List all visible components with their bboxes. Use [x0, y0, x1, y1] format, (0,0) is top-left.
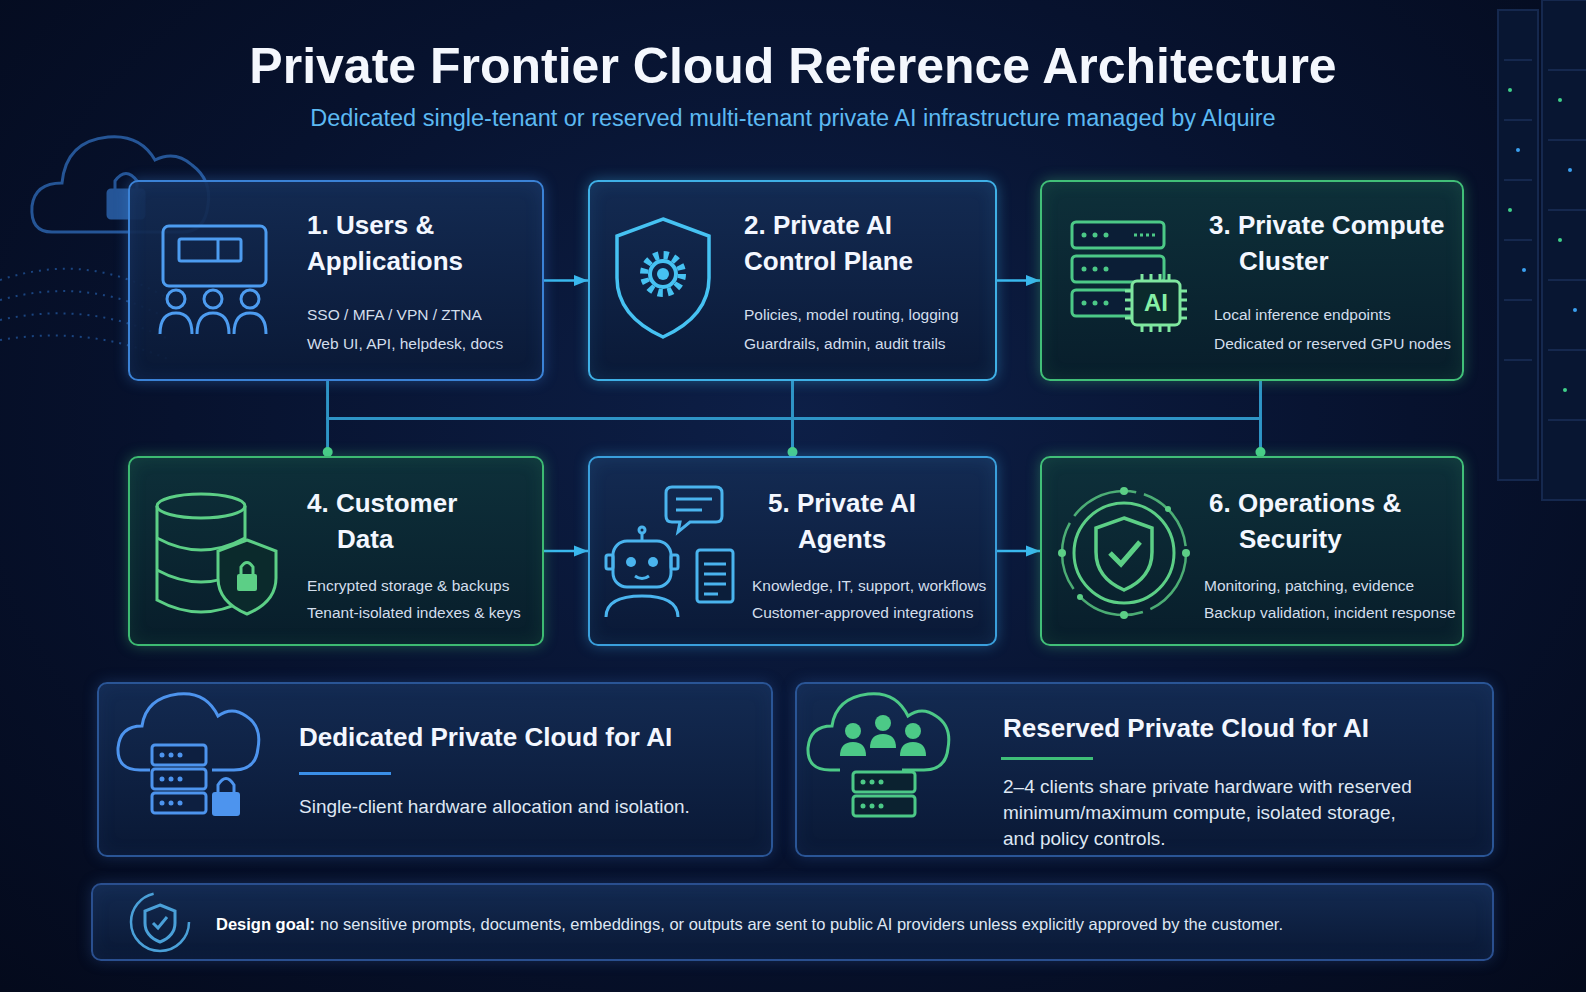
- box-text: Backup validation, incident response: [1204, 598, 1456, 627]
- note-text: no sensitive prompts, documents, embeddi…: [320, 912, 1283, 936]
- server-rack-decoration: [1504, 299, 1532, 301]
- box-text: Guardrails, admin, audit trails: [744, 329, 946, 358]
- server-rack-decoration: [1504, 359, 1532, 361]
- process-box: 5. Private AI AgentsKnowledge, IT, suppo…: [588, 456, 997, 646]
- process-box: 1. Users & ApplicationsSSO / MFA / VPN /…: [128, 180, 544, 381]
- bus-connector: [1259, 381, 1262, 456]
- server-rack-decoration: [1504, 179, 1532, 181]
- process-box: 6. Operations & SecurityMonitoring, patc…: [1040, 456, 1464, 646]
- option-panel: Reserved Private Cloud for AI 2–4 clients…: [795, 682, 1494, 857]
- server-rack-decoration: [1504, 59, 1532, 61]
- rack-lights: [1508, 88, 1512, 92]
- flow-arrow: [544, 279, 588, 282]
- box-text: Encrypted storage & backups: [307, 571, 509, 600]
- process-box: 3. Private Compute ClusterLocal inferenc…: [1040, 180, 1464, 381]
- bus-connector: [326, 381, 329, 456]
- process-box: 2. Private AI Control PlanePolicies, mod…: [588, 180, 997, 381]
- chip-label: AI: [1132, 281, 1180, 325]
- process-box: 4. Customer DataEncrypted storage & back…: [128, 456, 544, 646]
- box-heading: 2. Private AI Control Plane: [744, 207, 979, 279]
- box-text: Policies, model routing, logging: [744, 300, 959, 329]
- box-heading: 4. Customer Data: [307, 485, 487, 557]
- box-text: Tenant-isolated indexes & keys: [307, 598, 521, 627]
- box-text: Dedicated or reserved GPU nodes: [1214, 329, 1451, 358]
- box-text: SSO / MFA / VPN / ZTNA: [307, 300, 482, 329]
- server-rack-decoration: [1548, 349, 1586, 351]
- server-rack-decoration: [1504, 239, 1532, 241]
- panel-heading: Reserved Private Cloud for AI: [1003, 710, 1369, 746]
- rack-lights: [1558, 238, 1562, 242]
- bus-connector: [328, 381, 793, 456]
- server-rack-decoration: [1498, 0, 1586, 500]
- panel-text: Single-client hardware allocation and is…: [299, 794, 759, 820]
- rack-lights: [1558, 98, 1562, 102]
- rack-lights: [1508, 88, 1577, 392]
- bus-connector: [328, 381, 793, 456]
- rack-lights: [1508, 208, 1512, 212]
- server-rack-decoration: [1504, 119, 1532, 121]
- rack-lights: [1563, 388, 1567, 392]
- server-rack-decoration: [1548, 419, 1586, 421]
- box-heading: 1. Users & Applications: [307, 207, 542, 279]
- flow-arrow: [997, 279, 1040, 282]
- rack-lights: [1568, 168, 1572, 172]
- server-rack-decoration: [1548, 69, 1586, 71]
- bus-connector: [328, 381, 1261, 456]
- server-rack-decoration: [1548, 279, 1586, 281]
- flow-arrow: [544, 550, 588, 553]
- panel-text: 2–4 clients share private hardware with …: [1003, 774, 1423, 852]
- subtitle: Dedicated single-tenant or reserved mult…: [0, 103, 1586, 133]
- box-heading: 6. Operations & Security: [1209, 485, 1429, 557]
- server-rack-decoration: [1548, 209, 1586, 211]
- note-heading: Design goal:: [216, 912, 315, 936]
- server-rack-decoration: [1548, 139, 1586, 141]
- server-rack-decoration: [1542, 0, 1586, 500]
- rack-lights: [1573, 308, 1577, 312]
- note-bar: Design goal:no sensitive prompts, docume…: [91, 883, 1494, 961]
- box-heading: 3. Private Compute Cluster: [1209, 207, 1459, 279]
- bus-connector: [328, 381, 1261, 456]
- diagram-title: Private Frontier Cloud Reference Archite…: [0, 36, 1586, 96]
- bus-connector: [793, 381, 1261, 456]
- flow-arrow: [997, 550, 1040, 553]
- box-text: Knowledge, IT, support, workflows: [752, 571, 986, 600]
- server-rack-decoration: [1498, 10, 1538, 480]
- bus-connector: [793, 381, 1261, 456]
- box-heading: 5. Private AI Agents: [768, 485, 968, 557]
- rack-lights: [1522, 268, 1526, 272]
- box-text: Web UI, API, helpdesk, docs: [307, 329, 503, 358]
- rack-lights: [1516, 148, 1520, 152]
- bus-connector: [791, 381, 794, 456]
- box-text: Local inference endpoints: [1214, 300, 1391, 329]
- box-text: Monitoring, patching, evidence: [1204, 571, 1414, 600]
- panel-heading: Dedicated Private Cloud for AI: [299, 719, 672, 755]
- box-text: Customer-approved integrations: [752, 598, 973, 627]
- option-panel: Dedicated Private Cloud for AI Single-cli…: [97, 682, 773, 857]
